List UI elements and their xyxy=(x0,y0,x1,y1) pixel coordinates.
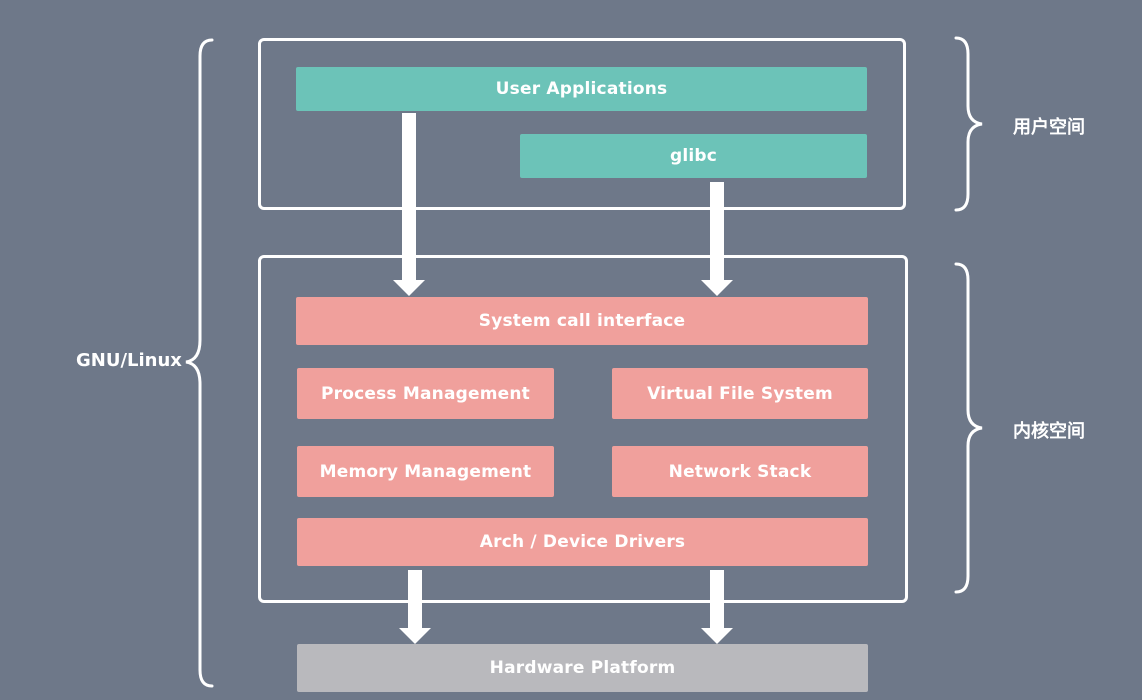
process-management-block: Process Management xyxy=(297,368,554,419)
user-space-brace xyxy=(954,36,983,212)
kernel-space-brace xyxy=(954,262,983,594)
network-stack-block: Network Stack xyxy=(612,446,868,497)
kernel-space-label: 内核空间 xyxy=(1013,421,1085,442)
user-space-frame xyxy=(258,38,906,210)
kernel-space-frame xyxy=(258,255,908,603)
hardware-platform-block: Hardware Platform xyxy=(297,644,868,692)
system-call-interface-block: System call interface xyxy=(296,297,868,345)
gnu-linux-label: GNU/Linux xyxy=(76,350,182,371)
user-applications-block: User Applications xyxy=(296,67,867,111)
virtual-file-system-block: Virtual File System xyxy=(612,368,868,419)
gnu-linux-brace xyxy=(185,38,214,688)
memory-management-block: Memory Management xyxy=(297,446,554,497)
arch-device-drivers-block: Arch / Device Drivers xyxy=(297,518,868,566)
user-space-label: 用户空间 xyxy=(1013,117,1085,138)
glibc-block: glibc xyxy=(520,134,867,178)
